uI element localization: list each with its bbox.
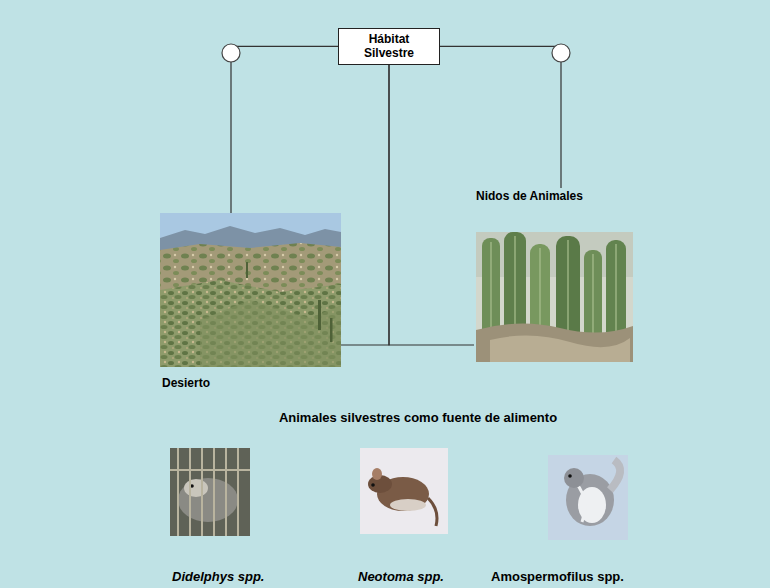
squirrel-photo-part	[575, 482, 585, 522]
woodrat-photo-part	[372, 468, 382, 480]
species-caption: Neotoma spp.	[358, 569, 444, 584]
node-text: Desierto	[160, 375, 212, 391]
desert-photo	[160, 213, 341, 367]
woodrat-photo-part	[360, 448, 448, 534]
nests-photo-frame: Nidos de Animales	[474, 188, 633, 362]
desert-photo-part	[160, 213, 341, 367]
squirrel-photo	[548, 455, 628, 540]
desert-photo-part	[160, 243, 341, 367]
woodrat-photo-part	[371, 483, 375, 487]
null-part-part	[177, 448, 179, 536]
squirrel-photo-part	[610, 460, 620, 490]
nests-photo	[476, 232, 633, 362]
null-part-part	[237, 448, 239, 536]
desert-photo-part	[318, 300, 321, 330]
section-heading: Animales silvestres como fuente de alime…	[279, 410, 557, 425]
connector-line	[389, 65, 474, 345]
desert-photo-frame: Desierto	[160, 213, 341, 391]
connector-line	[440, 46, 561, 188]
null-part-part	[201, 448, 203, 536]
species-caption: Amospermofilus spp.	[491, 569, 624, 584]
junction-circle	[222, 44, 240, 62]
connector-line	[231, 46, 338, 213]
opossum-photo-part	[178, 478, 238, 522]
squirrel-photo-part	[548, 455, 628, 540]
squirrel-photo-part	[564, 468, 584, 488]
desert-photo-part	[200, 300, 341, 367]
desert-photo-part	[160, 280, 341, 367]
null-part-part	[592, 254, 593, 346]
habitat-box: Hábitat Silvestre	[338, 28, 440, 65]
nests-photo-part	[476, 323, 633, 362]
woodrat-photo-part	[390, 499, 426, 511]
nests-photo-part	[490, 335, 630, 362]
woodrat-photo-part	[428, 498, 437, 526]
desert-photo-part	[246, 262, 248, 278]
node-text: Nidos de Animales	[474, 188, 585, 204]
species-caption: Didelphys spp.	[172, 569, 264, 584]
nests-photo-part	[476, 232, 633, 362]
squirrel-photo-part	[568, 474, 572, 478]
woodrat-photo	[360, 448, 448, 534]
opossum-photo-part	[184, 479, 208, 497]
null-part-part	[189, 448, 191, 536]
node-text: Hábitat Silvestre	[343, 32, 435, 61]
opossum-photo	[170, 448, 250, 536]
junction-circle	[552, 44, 570, 62]
null-part-part	[170, 469, 250, 471]
null-part-part	[225, 448, 227, 536]
null-part-part	[213, 448, 215, 536]
opossum-photo-part	[170, 448, 250, 536]
desert-photo-part	[330, 318, 333, 342]
connector-line	[341, 65, 389, 345]
null-part	[170, 448, 250, 536]
